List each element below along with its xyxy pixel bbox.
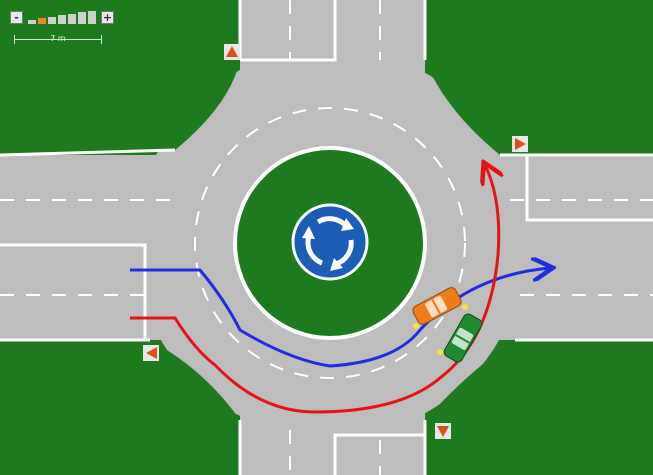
zoom-level-step[interactable] [68,13,76,24]
zoom-level-step[interactable] [58,15,66,24]
red-path-arrow [130,165,499,414]
zoom-toolbar: - + [10,8,114,24]
zoom-out-button[interactable]: - [10,11,23,24]
scale-label: 7 m [50,34,66,43]
zoom-in-button[interactable]: + [101,11,114,24]
zoom-level-bar[interactable] [28,10,96,24]
roundabout-sign-icon [291,203,369,281]
green-car[interactable] [442,312,483,364]
zoom-level-step[interactable] [48,16,56,24]
warning-sign-right [512,136,528,152]
indicator-flash-icons [413,304,468,355]
zoom-level-step[interactable] [78,12,86,24]
outer-lane-marking [194,107,466,379]
blue-path-arrow [130,268,550,368]
zoom-level-step[interactable] [38,18,46,24]
zoom-level-step[interactable] [88,10,96,24]
orange-car[interactable] [411,286,463,326]
warning-sign-bottom [435,423,451,439]
warning-sign-top [224,44,240,60]
warning-sign-left [143,345,159,361]
scale-bar: 7 m [14,34,102,44]
zoom-level-step[interactable] [28,19,36,24]
